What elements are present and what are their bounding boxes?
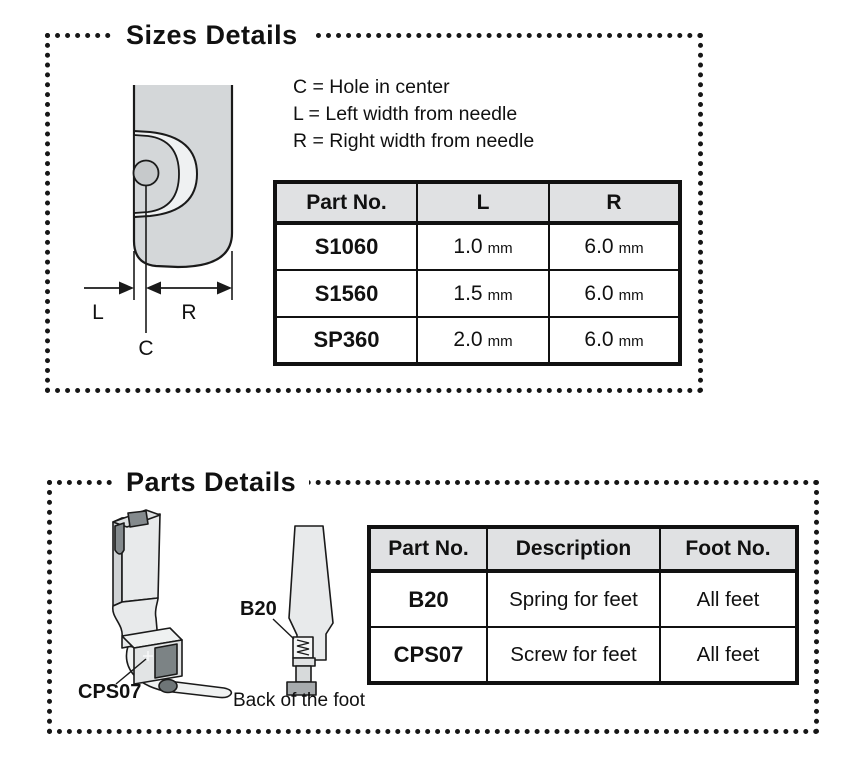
part-number-cell: CPS07: [368, 626, 488, 684]
unit-label: mm: [618, 240, 644, 257]
front-groove: [114, 522, 125, 555]
cps07-part-label: CPS07: [78, 681, 141, 703]
l-arrowhead-icon: [119, 281, 134, 295]
dimension-label-l: L: [92, 301, 104, 324]
screw-neck: [295, 665, 312, 683]
part-number-cell: SP360: [274, 316, 418, 365]
sizes-details-section: Sizes Details C = Hole in center L = Lef…: [45, 19, 703, 393]
parts-header-description: Description: [486, 526, 661, 573]
parts-header-part-no: Part No.: [368, 526, 488, 573]
parts-table: Part No. Description Foot No. B20 Spring…: [367, 525, 799, 685]
needle-hole: [132, 159, 160, 187]
screw-cross-icon: [143, 651, 153, 661]
sizes-section-title: Sizes Details: [113, 19, 311, 51]
sizes-table-header-row: Part No. L R: [274, 181, 681, 225]
unit-label: mm: [487, 333, 513, 350]
part-number-cell: S1060: [274, 222, 418, 271]
unit-label: mm: [618, 333, 644, 350]
foot-bottom-view-diagram: L R C: [84, 85, 234, 360]
legend-line-c: C = Hole in center: [293, 76, 450, 98]
part-number-cell: B20: [368, 570, 488, 628]
sizes-header-l: L: [416, 181, 550, 225]
description-cell: Spring for feet: [486, 570, 661, 628]
spring-coil-icon: [296, 639, 310, 656]
legend-line-l: L = Left width from needle: [293, 103, 518, 125]
description-cell: Screw for feet: [486, 626, 661, 684]
legend-line-r: R = Right width from needle: [293, 130, 535, 152]
unit-label: mm: [618, 286, 644, 304]
back-of-foot-caption: Back of the foot: [233, 690, 366, 711]
block-opening: [154, 643, 178, 679]
sole-hole: [158, 678, 178, 694]
table-row: B20 Spring for feet All feet: [368, 570, 798, 628]
parts-header-foot-no: Foot No.: [659, 526, 798, 573]
foot-back-view-drawing: B20: [240, 525, 334, 696]
foot-base-block: [286, 681, 317, 696]
shank-profile: [288, 525, 334, 661]
cps07-leader-line: [115, 658, 147, 685]
fork-slot: [127, 510, 149, 528]
sizes-header-part-no: Part No.: [274, 181, 418, 225]
parts-section-title: Parts Details: [113, 466, 310, 498]
foot-no-cell: All feet: [659, 570, 798, 628]
b20-leader-line: [272, 618, 295, 640]
dimension-label-r: R: [181, 301, 196, 324]
spring-seat: [292, 657, 316, 667]
dimension-legend: C = Hole in center L = Left width from n…: [293, 74, 534, 155]
sizes-header-r: R: [548, 181, 681, 225]
parts-details-section: Parts Details: [47, 466, 819, 734]
parts-table-header-row: Part No. Description Foot No.: [368, 526, 798, 573]
unit-label: mm: [487, 286, 513, 304]
r-arrowhead-left-icon: [146, 281, 161, 295]
presser-foot-drawing: CPS07: [78, 509, 233, 703]
unit-label: mm: [487, 240, 513, 257]
table-row: CPS07 Screw for feet All feet: [368, 626, 798, 684]
r-arrowhead-right-icon: [217, 281, 232, 295]
dimension-label-c: C: [138, 337, 153, 360]
b20-part-label: B20: [240, 598, 277, 620]
foot-no-cell: All feet: [659, 626, 798, 684]
part-number-cell: S1560: [274, 269, 418, 318]
